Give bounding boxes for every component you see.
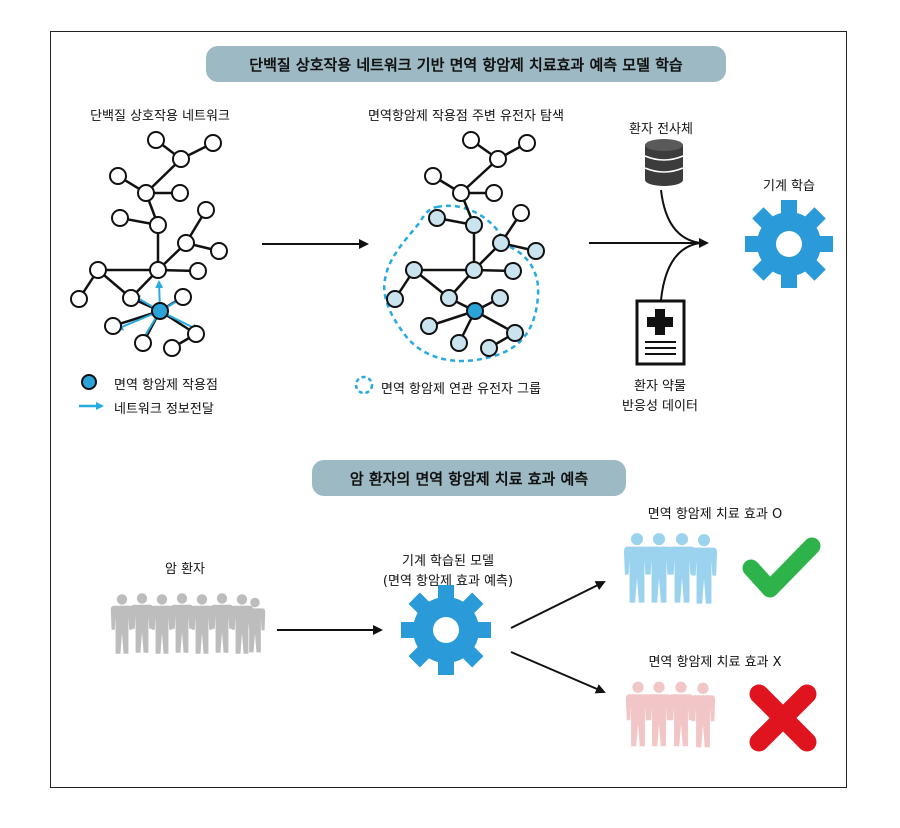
cross-icon <box>749 684 817 752</box>
label-ppi-network: 단백질 상호작용 네트워크 <box>90 109 230 124</box>
diagram-frame <box>50 31 847 788</box>
medical-record-icon <box>635 299 686 366</box>
title-banner-sub: 암 환자의 면역 항암제 치료 효과 예측 <box>312 460 626 496</box>
gear-icon-trained-model <box>401 585 491 675</box>
check-icon <box>742 537 821 598</box>
label-gene-search: 면역항암제 작용점 주변 유전자 탐색 <box>368 109 564 124</box>
gene-search-nodes <box>386 131 545 357</box>
ppi-nodes <box>70 131 228 357</box>
legend-target-label: 면역 항암제 작용점 <box>114 378 218 393</box>
label-drug-response-2: 반응성 데이터 <box>622 399 698 414</box>
label-cancer-patients: 암 환자 <box>164 562 206 577</box>
legend-target-icon <box>81 374 97 390</box>
legend-gene-group-label: 면역 항암제 연관 유전자 그룹 <box>381 382 542 397</box>
gear-icon <box>745 200 833 288</box>
ppi-network-graph <box>77 139 220 350</box>
database-icon <box>644 139 684 186</box>
label-patient-genome: 환자 전사체 <box>629 122 693 137</box>
legend-propagation-label: 네트워크 정보전달 <box>114 402 214 417</box>
label-trained-model-2: (면역 항암제 효과 예측) <box>382 574 514 589</box>
label-drug-response-1: 환자 약물 <box>634 379 686 394</box>
label-effect-yes: 면역 항암제 치료 효과 O <box>647 507 783 522</box>
people-icon-non-responders <box>625 681 716 748</box>
arrow-model-to-no <box>510 651 606 694</box>
arrow-model-to-yes <box>510 581 606 629</box>
people-icon-patients <box>110 593 266 654</box>
title-banner-main: 단백질 상호작용 네트워크 기반 면역 항암제 치료효과 예측 모델 학습 <box>206 46 726 82</box>
gene-search-graph <box>393 138 537 350</box>
label-trained-model-1: 기계 학습된 모델 <box>402 554 494 569</box>
legend-gene-group-icon <box>354 375 374 395</box>
arrow-merge-to-learning <box>589 189 709 301</box>
label-machine-learning: 기계 학습 <box>763 179 815 194</box>
label-effect-no: 면역 항암제 치료 효과 X <box>648 655 782 670</box>
people-icon-responders <box>623 533 718 604</box>
